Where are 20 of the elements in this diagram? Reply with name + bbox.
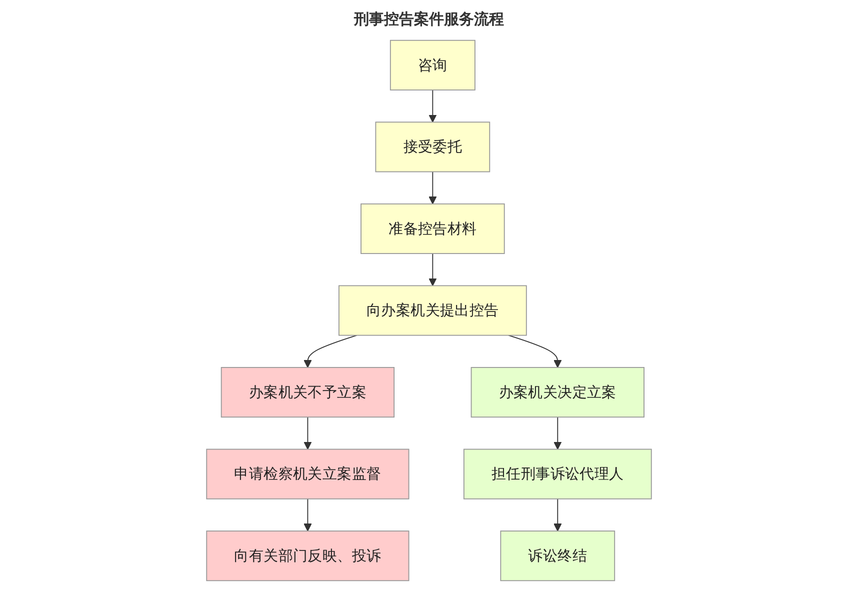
node-box: 办案机关不予立案 [220,367,395,418]
node-box: 诉讼终结 [500,530,616,582]
arrow [304,416,312,450]
node-box: 向有关部门反映、投诉 [206,530,410,582]
node-box: 申请检察机关立案监督 [206,448,410,500]
arrow [508,334,562,368]
node-box: 咨询 [390,40,476,90]
node-box: 向办案机关提出控告 [338,285,527,336]
arrow [428,253,437,286]
node-box: 办案机关决定立案 [470,367,644,418]
diagram-title: 刑事控告案件服务流程 [352,10,505,29]
arrow [304,334,358,368]
arrow [428,171,437,204]
arrow [554,416,562,450]
arrow [554,498,562,532]
arrow [304,498,312,532]
arrow [428,90,437,122]
node-box: 准备控告材料 [360,203,505,254]
node-box: 担任刑事诉讼代理人 [463,448,652,500]
node-box: 接受委托 [375,122,490,172]
